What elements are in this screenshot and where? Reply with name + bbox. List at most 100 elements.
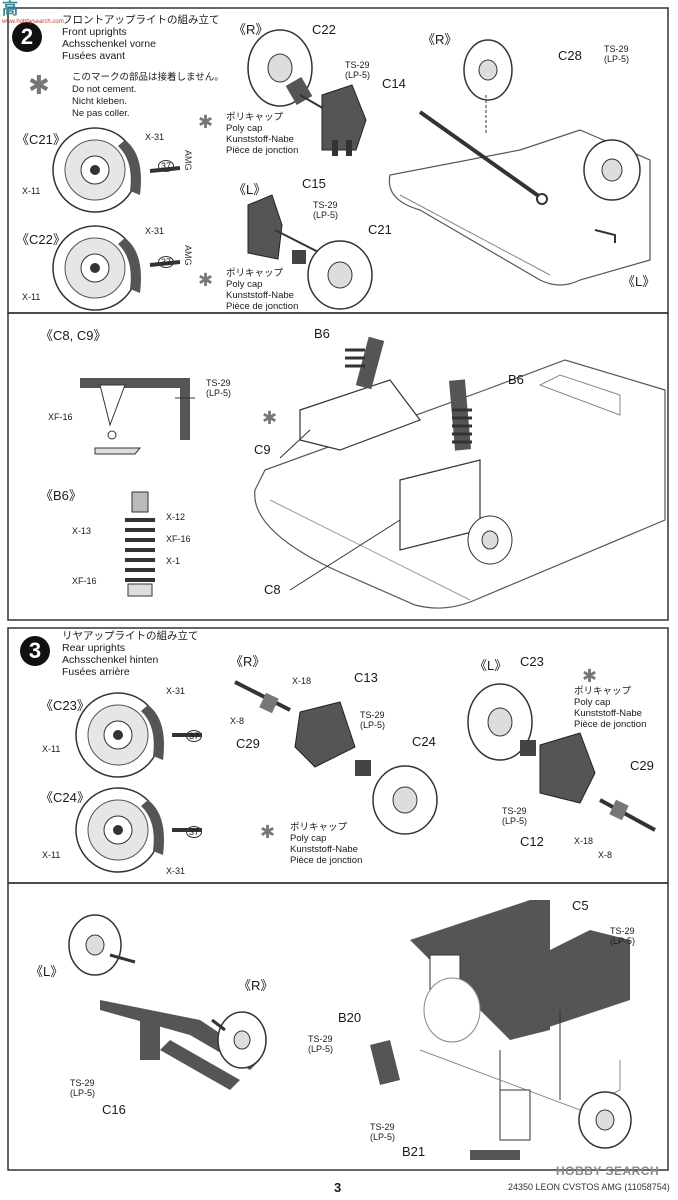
b6-detail-label: 《B6》	[40, 488, 82, 503]
ts29-label-i: TS-29	[308, 1034, 333, 1044]
rear-upright-c13-r	[234, 680, 438, 835]
no-cement-icon-2: ✱	[198, 112, 214, 132]
r-side-label-rear-arm: 《R》	[238, 978, 274, 993]
polycap-de-c: Kunststoff-Nabe	[290, 844, 358, 855]
c21-detail-label: 《C21》	[16, 132, 66, 147]
lp5-label-h: (LP-5)	[610, 936, 636, 946]
polycap-de-b: Kunststoff-Nabe	[226, 290, 294, 301]
product-code: 24350 LEON CVSTOS AMG (11058754)	[508, 1182, 670, 1192]
ts29-label-f: TS-29	[502, 806, 527, 816]
c24-detail-label: 《C24》	[40, 790, 90, 805]
x18-label-a: X-18	[292, 676, 312, 686]
lp5-label-d: (LP-5)	[206, 388, 232, 398]
polycap-en-c: Poly cap	[290, 833, 327, 844]
c29-part-label-b: C29	[630, 758, 654, 773]
l-side-label-rear-arm: 《L》	[30, 964, 64, 979]
lp5-label-i: (LP-5)	[308, 1044, 334, 1054]
c15-part-label: C15	[302, 176, 326, 191]
no-cement-icon-5: ✱	[260, 822, 276, 842]
r-side-label-rear: 《R》	[230, 654, 266, 669]
page-number: 3	[334, 1180, 342, 1195]
c28-part-label: C28	[558, 48, 582, 63]
c12-part-label: C12	[520, 834, 544, 849]
no-cement-icon-3: ✱	[198, 270, 214, 290]
b21-part-label: B21	[402, 1144, 426, 1159]
no-cement-icon-4: ✱	[262, 408, 278, 428]
shock-b6-detail	[125, 491, 155, 597]
ts29-label-a: TS-29	[345, 60, 370, 70]
svg-text:AMG: AMG	[183, 245, 193, 266]
c23-detail-label: 《C23》	[40, 698, 90, 713]
rear-arm-assembly	[68, 914, 267, 1090]
warn-fr: Ne pas coller.	[72, 108, 130, 119]
b20-part-label: B20	[338, 1010, 362, 1025]
step-2-title-fr: Fusées avant	[62, 50, 126, 62]
c22-detail-label: 《C22》	[16, 232, 66, 247]
x31-label-c23: X-31	[166, 686, 186, 696]
c13-part-label: C13	[354, 670, 378, 685]
step-2-title-de: Achsschenkel vorne	[62, 38, 156, 50]
watermark-char: 高	[2, 1, 19, 18]
polycap-fr-d: Pièce de jonction	[574, 719, 647, 730]
x11-label-c22: X-11	[22, 292, 41, 302]
ts29-label-c: TS-29	[604, 44, 629, 54]
c23-part-label: C23	[520, 654, 544, 669]
r-side-label-chassis: 《R》	[422, 32, 458, 47]
b6-part-label-a: B6	[314, 326, 330, 341]
step-2-title-jp: フロントアップライトの組み立て	[62, 14, 220, 26]
warn-jp: このマークの部品は接着しません。	[72, 72, 224, 83]
ts29-label-j: TS-29	[370, 1122, 395, 1132]
svg-text:AMG: AMG	[183, 150, 193, 171]
c22-part-label: C22	[312, 22, 336, 37]
polycap-jp-a: ポリキャップ	[226, 112, 284, 123]
polycap-fr-b: Pièce de jonction	[226, 301, 299, 312]
upright-c14	[321, 84, 367, 156]
step-2-title-en: Front uprights	[62, 26, 127, 38]
polycap-en-d: Poly cap	[574, 697, 611, 708]
c29-part-label-a: C29	[236, 736, 260, 751]
warn-en: Do not cement.	[72, 84, 137, 95]
polycap-jp-c: ポリキャップ	[290, 822, 348, 833]
brake-disc-c24	[75, 787, 164, 873]
x1-label: X-1	[166, 556, 181, 566]
lp5-label-g: (LP-5)	[70, 1088, 96, 1098]
step-3-title-jp: リヤアップライトの組み立て	[62, 630, 199, 642]
lp5-label-f: (LP-5)	[502, 816, 528, 826]
lp5-label-j: (LP-5)	[370, 1132, 396, 1142]
c8-c9-detail-label: 《C8, C9》	[40, 328, 107, 343]
x11-label-c24: X-11	[42, 850, 61, 860]
ts29-label-e: TS-29	[360, 710, 385, 720]
l-side-label: 《L》	[233, 182, 267, 197]
x11-label-c21: X-11	[22, 186, 41, 196]
xf16-label-a: XF-16	[48, 412, 73, 422]
brake-disc-c23	[75, 692, 164, 778]
num37-label-c21: 37	[158, 160, 175, 172]
lp5-label-e: (LP-5)	[360, 720, 386, 730]
x31-label-c21: X-31	[145, 132, 165, 142]
ts29-label-h: TS-29	[610, 926, 635, 936]
polycap-jp-b: ポリキャップ	[226, 268, 284, 279]
step-2-number: 2	[12, 22, 42, 52]
rear-upright-c12-l	[467, 683, 656, 832]
c14-part-label: C14	[382, 76, 406, 91]
warn-de: Nicht kleben.	[72, 96, 127, 107]
x8-label-b: X-8	[598, 850, 613, 860]
polycap-fr-c: Pièce de jonction	[290, 855, 363, 866]
lp5-label-b: (LP-5)	[313, 210, 339, 220]
upright-c15-l	[247, 194, 373, 310]
polycap-fr-a: Pièce de jonction	[226, 145, 299, 156]
x8-label-a: X-8	[230, 716, 245, 726]
hobby-search-brand: HOBBY SEARCH	[556, 1164, 660, 1178]
x18-label-b: X-18	[574, 836, 594, 846]
l-side-label-rear: 《L》	[474, 658, 508, 673]
lp5-label-c: (LP-5)	[604, 54, 630, 64]
c21-part-label: C21	[368, 222, 392, 237]
brake-disc-c21	[52, 127, 141, 213]
step-3-title-fr: Fusées arrière	[62, 666, 130, 678]
polycap-jp-d: ポリキャップ	[574, 686, 632, 697]
xf16-label-b: XF-16	[166, 534, 191, 544]
polycap-en-a: Poly cap	[226, 123, 263, 134]
chassis-with-shocks	[254, 336, 666, 609]
c24-part-label: C24	[412, 734, 436, 749]
front-chassis	[388, 39, 651, 286]
